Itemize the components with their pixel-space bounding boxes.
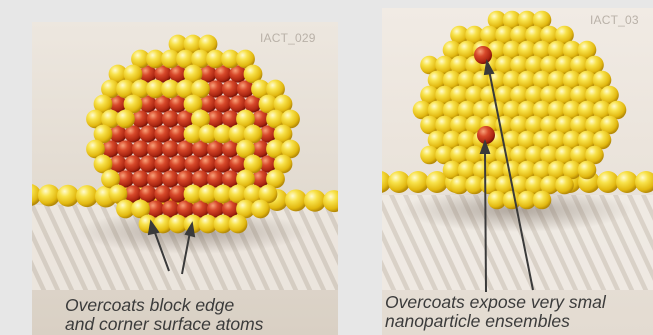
- core-atom: [199, 155, 216, 172]
- support-atom: [285, 189, 307, 211]
- caption-left: Overcoats block edge and corner surface …: [65, 296, 263, 334]
- core-atom: [162, 140, 179, 157]
- core-atom: [132, 170, 149, 187]
- core-atom: [124, 155, 141, 172]
- core-atom: [154, 185, 171, 202]
- nanoparticle-illustration-right: [382, 0, 653, 335]
- support-atom: [38, 184, 60, 206]
- caption-right: Overcoats expose very smal nanoparticle …: [385, 293, 606, 331]
- core-atom: [222, 80, 239, 97]
- figure-id-label: IACT_029: [260, 31, 316, 45]
- core-atom: [162, 110, 179, 127]
- overcoat-atom: [555, 176, 574, 195]
- overcoat-atom: [533, 191, 552, 210]
- caption-line-2: and corner surface atoms: [65, 315, 263, 334]
- core-atom: [214, 155, 231, 172]
- support-atom: [57, 185, 79, 207]
- support-atom: [407, 171, 429, 193]
- core-atom: [139, 125, 156, 142]
- support-atom: [616, 171, 638, 193]
- figure-id-label: IACT_03: [590, 13, 639, 27]
- core-atom: [117, 140, 134, 157]
- nanoparticle-illustration-left: [32, 0, 338, 335]
- overcoat-atom: [229, 215, 248, 234]
- core-atom: [154, 125, 171, 142]
- support-atom: [388, 171, 410, 193]
- support-atom: [597, 171, 619, 193]
- support-atom: [76, 185, 98, 207]
- core-atom: [147, 140, 164, 157]
- overcoat-atom: [116, 110, 135, 129]
- exposed-atom: [474, 46, 492, 64]
- core-atom: [154, 155, 171, 172]
- core-atom: [147, 110, 164, 127]
- caption-line-1: Overcoats expose very smal: [385, 293, 606, 312]
- core-atom: [132, 140, 149, 157]
- exposed-atom: [477, 126, 495, 144]
- overcoat-atom: [251, 200, 270, 219]
- caption-line-1: Overcoats block edge: [65, 296, 263, 315]
- core-atom: [162, 170, 179, 187]
- core-atom: [147, 170, 164, 187]
- core-atom: [169, 155, 186, 172]
- support-atom: [304, 190, 326, 212]
- core-atom: [214, 95, 231, 112]
- core-atom: [184, 155, 201, 172]
- core-atom: [139, 155, 156, 172]
- overcoat-atom: [578, 161, 597, 180]
- caption-line-2: nanoparticle ensembles: [385, 312, 606, 331]
- panel-small-ensembles: IACT_03 Overcoats expose very smal nanop…: [382, 0, 653, 335]
- panel-edge-corner-blocking: IACT_029 Overcoats block edge and corner…: [32, 0, 338, 335]
